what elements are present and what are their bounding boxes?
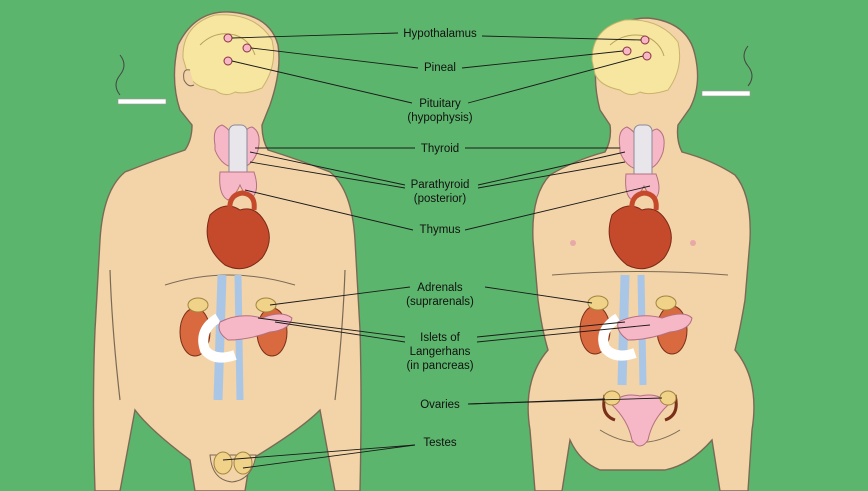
leader-adrenals-female [484,286,593,304]
leader-hypothalamus-male [231,32,399,39]
leader-lines [222,32,663,469]
leader-pineal-female [461,50,624,69]
female-ovary-right [659,390,677,406]
female-smoke [743,45,753,87]
male-adrenal-right [255,297,277,313]
male-adrenal-left [187,297,209,313]
leader-islets-male-1 [257,317,406,338]
leader-pineal-male [250,47,419,69]
leader-testes-right [242,444,416,469]
female-figure [527,17,755,491]
male-cigarette [117,98,167,105]
male-heart [206,205,270,270]
male-arm-left-edge [109,269,121,401]
leader-testes-left [222,444,416,461]
label-pituitary: Pituitary (hypophysis) [407,98,473,124]
female-pineal-dot [622,46,632,56]
female-adrenal-left [587,295,609,311]
male-duodenum [198,313,237,363]
label-thyroid: Thyroid [420,143,460,155]
male-waist-line [164,274,296,286]
female-brain [591,19,681,96]
male-aorta [227,190,257,213]
label-pineal: Pineal [424,62,456,74]
leader-thymus-male [244,189,414,231]
leader-parathyroid-female-1 [477,151,626,186]
female-hypothalamus-dot [640,35,650,45]
male-pituitary-dot [223,56,233,66]
leader-pituitary-male [231,60,413,104]
leader-ovaries-right [467,397,663,405]
label-ovaries: Ovaries [420,399,460,411]
male-brain [182,14,275,96]
female-nipple-right [690,240,696,246]
label-testes: Testes [423,437,457,449]
male-testis-left [213,451,233,475]
leader-islets-male-2 [274,321,406,343]
leader-islets-female-2 [476,324,651,343]
female-heart [608,205,672,270]
leader-hypothalamus-female [481,35,642,41]
leader-parathyroid-male-2 [249,161,406,189]
male-pancreas [218,313,293,341]
label-adrenals: Adrenals (suprarenals) [406,282,474,308]
leader-parathyroid-female-2 [477,161,626,189]
leader-parathyroid-male-1 [249,151,406,186]
male-ear [183,69,195,87]
male-hypothalamus-dot [223,33,233,43]
male-smoke [115,54,125,96]
female-aorta [629,190,659,213]
female-pituitary-dot [642,51,652,61]
female-adrenal-right [655,295,677,311]
female-pancreas [617,313,693,341]
label-hypothalamus: Hypothalamus [403,28,477,40]
female-nipple-left [570,240,576,246]
leader-pituitary-female [467,55,644,104]
female-duodenum [598,313,637,361]
leader-islets-female-1 [476,321,626,338]
female-cigarette [701,90,751,97]
label-thymus: Thymus [419,224,461,236]
leader-thymus-female [464,185,651,231]
male-figure [92,11,362,491]
label-parathyroid: Parathyroid (posterior) [410,179,470,205]
male-vena-cava [213,274,227,401]
male-testis-right [233,451,253,475]
male-pineal-dot [242,43,252,53]
label-islets: Islets of Langerhans (in pancreas) [406,332,474,372]
female-uterus [611,394,669,447]
female-waist-line [551,271,729,276]
female-ovary-left [603,390,621,406]
leader-adrenals-male [269,286,411,306]
